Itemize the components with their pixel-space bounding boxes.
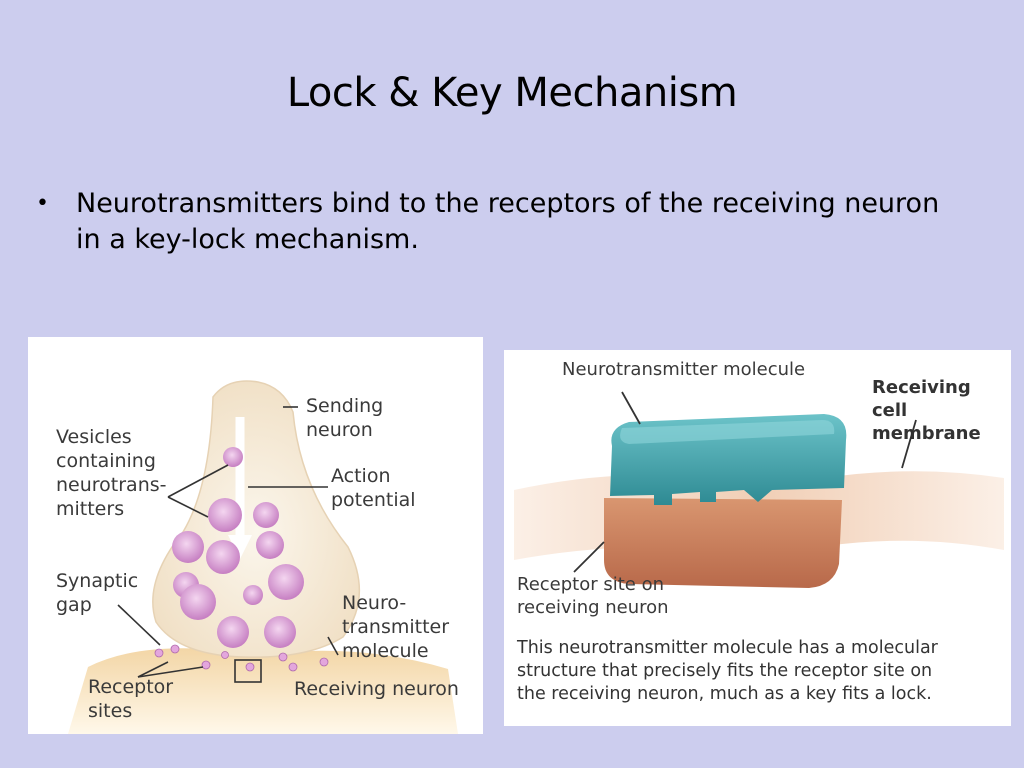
- action-potential-arrow-icon: [228, 535, 252, 559]
- receiving-neuron-shape: [68, 648, 458, 734]
- label-action-potential: Action potential: [331, 465, 416, 511]
- label-synaptic-gap: Synaptic gap: [56, 570, 139, 616]
- synapse-illustration: [68, 380, 458, 734]
- receptor-highlight-box: [234, 659, 262, 683]
- bullet-text: Neurotransmitters bind to the receptors …: [76, 188, 940, 255]
- vesicles-group: [172, 447, 304, 648]
- label-receiving-cell-membrane: Receiving cell membrane: [872, 377, 981, 444]
- lock-key-illustration: [514, 391, 1004, 588]
- receptor-site-block: [604, 498, 842, 588]
- label-receiving-neuron: Receiving neuron: [294, 678, 459, 700]
- label-receptor-site: Receptor site on receiving neuron: [517, 574, 669, 618]
- figure-caption: This neurotransmitter molecule has a mol…: [517, 638, 938, 704]
- label-receptor-sites: Receptor sites: [88, 676, 174, 722]
- label-neurotransmitter-molecule: Neuro- transmitter molecule: [342, 592, 450, 662]
- synapse-diagram: Sending neuron Vesicles containing neuro…: [28, 337, 483, 734]
- label-vesicles: Vesicles containing neurotrans- mitters: [56, 426, 167, 520]
- label-sending-neuron: Sending neuron: [306, 395, 384, 441]
- bullet-dot-icon: •: [36, 191, 49, 216]
- lock-key-diagram: Neurotransmitter molecule Receiving cell…: [504, 350, 1011, 726]
- label-neurotransmitter-molecule-right: Neurotransmitter molecule: [562, 359, 806, 380]
- released-neurotransmitters: [154, 644, 329, 672]
- slide-title: Lock & Key Mechanism: [286, 70, 738, 116]
